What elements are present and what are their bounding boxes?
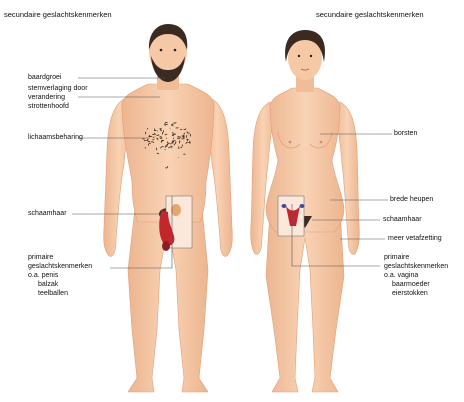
label-fat: meer vetafzetting bbox=[388, 235, 442, 243]
male-testis bbox=[162, 241, 170, 251]
female-ovary-right bbox=[300, 204, 305, 208]
label-female-primary-5: eierstokken bbox=[392, 290, 428, 298]
female-figure bbox=[251, 30, 360, 392]
label-female-primary-2: geslachtskenmerken bbox=[384, 263, 448, 271]
label-female-primary-3: o.a. vagina bbox=[384, 272, 418, 280]
female-eye-right bbox=[310, 55, 312, 57]
female-legs bbox=[266, 210, 344, 392]
label-male-primary-3: o.a. penis bbox=[28, 272, 58, 280]
male-eye-right bbox=[174, 49, 177, 52]
label-male-primary-4: balzak bbox=[38, 281, 58, 289]
female-eye-left bbox=[298, 55, 300, 57]
female-heading: secundaire geslachtskenmerken bbox=[316, 11, 424, 19]
label-breasts: borsten bbox=[394, 130, 417, 138]
male-figure bbox=[104, 24, 233, 392]
male-eye-left bbox=[160, 49, 163, 52]
label-voice-2: verandering bbox=[28, 94, 65, 102]
female-nipple-right bbox=[320, 141, 323, 144]
male-bladder bbox=[171, 204, 181, 216]
female-nipple-left bbox=[289, 141, 292, 144]
label-male-primary-5: teelballen bbox=[38, 290, 68, 298]
label-male-pubic: schaamhaar bbox=[28, 210, 67, 218]
label-female-primary-1: primaire bbox=[384, 254, 409, 262]
label-female-pubic: schaamhaar bbox=[383, 216, 422, 224]
label-male-primary-2: geslachtskenmerken bbox=[28, 263, 92, 271]
label-body-hair: lichaamsbeharing bbox=[28, 134, 83, 142]
label-male-primary-1: primaire bbox=[28, 254, 53, 262]
label-voice-1: stemverlaging door bbox=[28, 85, 88, 93]
label-hips: brede heupen bbox=[390, 196, 433, 204]
label-female-primary-4: baarmoeder bbox=[392, 281, 430, 289]
female-ovary-left bbox=[282, 204, 287, 208]
label-voice-3: strottenhoofd bbox=[28, 103, 69, 111]
male-heading: secundaire geslachtskenmerken bbox=[4, 11, 112, 19]
label-beard: baardgroei bbox=[28, 74, 61, 82]
